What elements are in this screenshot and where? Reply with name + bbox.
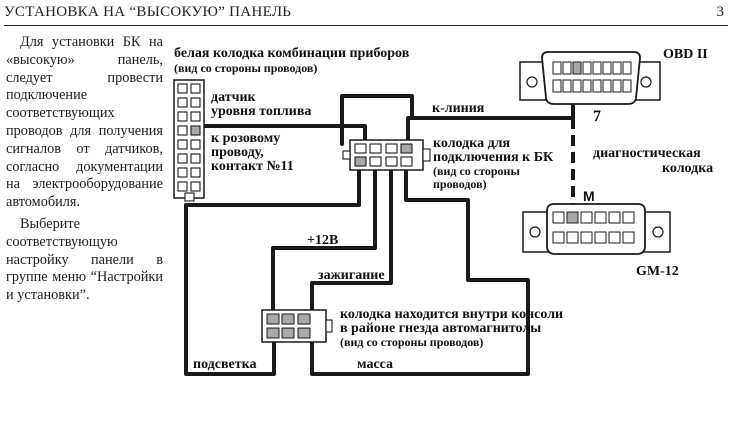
gm12-connector (522, 203, 671, 255)
ground-label: масса (357, 357, 393, 372)
diagnostic-connector-label-1: диагностическая (593, 146, 701, 161)
pin-m-label: M (583, 188, 595, 204)
bk-connector (342, 139, 431, 171)
pink-wire-label-2: проводу, (211, 145, 264, 160)
wire-top-bus (340, 94, 414, 146)
console-connector (261, 309, 333, 343)
wire-plus-12v (271, 164, 377, 314)
fuel-sensor-label-1: датчик (211, 90, 257, 105)
console-connector-label-2: в районе гнезда автомагнитолы (340, 321, 541, 336)
obd-ii-connector (519, 51, 661, 105)
header-divider (4, 25, 728, 26)
wires (184, 73, 575, 376)
pink-wire-label-1: к розовому (211, 131, 280, 146)
wire-ignition (310, 164, 393, 314)
k-line-label: к-линия (432, 101, 485, 116)
fuel-sensor-label-2: уровня топлива (211, 104, 311, 119)
wire-fuel-sensor (201, 124, 367, 146)
instrument-cluster-connector (173, 79, 205, 202)
instruction-paragraph-1: Для установки БК на «высокую» панель, сл… (6, 34, 163, 211)
bk-connector-label-3: (вид со стороны (433, 164, 520, 178)
bk-connector-label-1: колодка для (433, 136, 511, 151)
instruction-paragraph-2: Выберите соответствующую настройку панел… (6, 215, 163, 304)
instrument-connector-subtitle: (вид со стороны проводов) (174, 61, 317, 75)
bk-connector-label-4: проводов) (433, 177, 487, 191)
pink-wire-label-3: контакт №11 (211, 159, 294, 174)
page-title: УСТАНОВКА НА “ВЫСОКУЮ” ПАНЕЛЬ (4, 4, 292, 20)
plus-12v-label: +12В (307, 233, 338, 248)
obd-ii-label: OBD II (663, 47, 708, 62)
instructions-text: Для установки БК на «высокую» панель, сл… (6, 34, 163, 309)
instrument-connector-title: белая колодка комбинации приборов (174, 46, 410, 61)
diagnostic-connector-label-2: колодка (662, 161, 713, 176)
wire-ground (310, 164, 530, 376)
backlight-label: подсветка (193, 357, 256, 372)
wire-backlight (184, 164, 361, 376)
gm12-label: GM-12 (636, 264, 679, 279)
bk-connector-label-2: подключения к БК (433, 150, 554, 165)
console-connector-label-1: колодка находится внутри консоли (340, 307, 563, 322)
ignition-label: зажигание (318, 268, 385, 283)
page-number: 3 (716, 4, 725, 20)
console-connector-label-3: (вид со стороны проводов) (340, 335, 483, 349)
pin-7-label: 7 (593, 108, 601, 125)
